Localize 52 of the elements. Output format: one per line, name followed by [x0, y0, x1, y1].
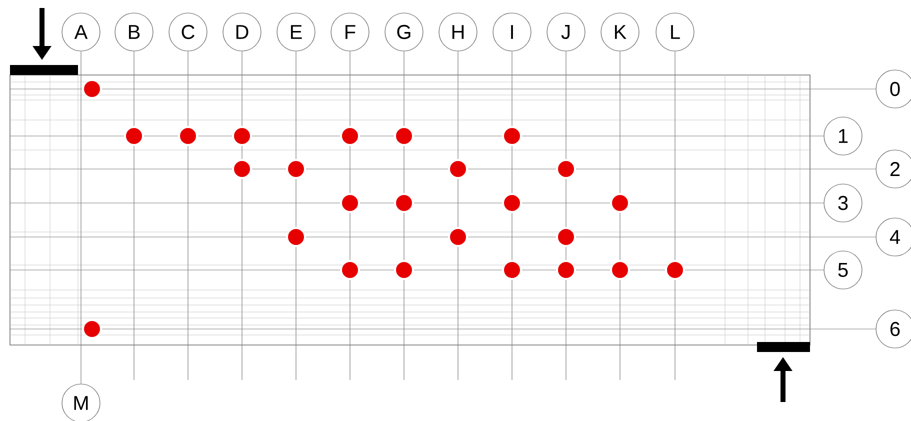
marker-dot: [396, 262, 412, 278]
marker-dot: [667, 262, 683, 278]
grid-bubble: I: [492, 12, 532, 52]
grid-line: [80, 51, 82, 384]
grid-line: [674, 51, 676, 380]
marker-dot: [396, 128, 412, 144]
grid-line: [10, 88, 876, 90]
grid-bubble: 3: [824, 184, 862, 222]
grid-bubble: L: [656, 12, 694, 52]
grid-bubble: A: [62, 12, 100, 52]
grid-line: [10, 236, 876, 238]
grid-bubble: K: [600, 12, 640, 52]
marker-dot: [450, 229, 466, 245]
grid-line: [10, 168, 876, 170]
grid-bubble: 6: [876, 310, 911, 348]
grid-bubble: J: [546, 12, 586, 52]
grid-bubble: 5: [824, 250, 862, 290]
marker-dot: [504, 128, 520, 144]
grid-bubble: B: [114, 12, 154, 52]
grid-bubble: 1: [824, 116, 862, 156]
grid-bubble: 0: [876, 70, 911, 108]
marker-dot: [84, 81, 100, 97]
marker-dot: [558, 161, 574, 177]
marker-dot: [234, 128, 250, 144]
marker-dot: [342, 128, 358, 144]
marker-dot: [558, 229, 574, 245]
marker-dot: [342, 195, 358, 211]
marker-dot: [288, 229, 304, 245]
marker-dot: [180, 128, 196, 144]
marker-dot: [612, 195, 628, 211]
grid-bubble: M: [62, 384, 100, 421]
marker-dot: [504, 262, 520, 278]
grid-bubble: E: [276, 12, 316, 52]
marker-dot: [288, 161, 304, 177]
grid-line: [10, 328, 876, 330]
marker-dot: [126, 128, 142, 144]
grid-line: [10, 202, 824, 204]
grid-bubble: D: [222, 12, 262, 52]
marker-dot: [450, 161, 466, 177]
marker-dot: [558, 262, 574, 278]
marker-dot: [84, 321, 100, 337]
grid-bubble: F: [330, 12, 370, 52]
marker-dot: [612, 262, 628, 278]
marker-dot: [396, 195, 412, 211]
grid-bubble: 4: [876, 218, 911, 256]
marker-dot: [234, 161, 250, 177]
grid-bubble: C: [168, 12, 208, 52]
grid-bubble: 2: [876, 150, 911, 188]
marker-dot: [504, 195, 520, 211]
grid-bubble: G: [384, 12, 424, 52]
marker-dot: [342, 262, 358, 278]
grid-bubble: H: [438, 12, 478, 52]
